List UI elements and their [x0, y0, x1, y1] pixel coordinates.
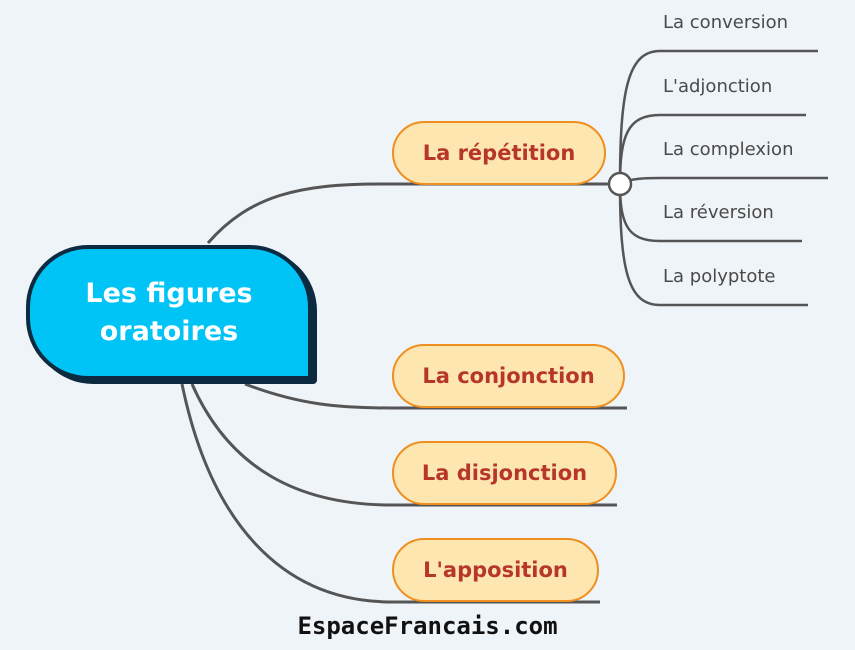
connector-conjonction: [244, 382, 627, 410]
branch-conjonction[interactable]: La conjonction: [392, 344, 625, 408]
leaf-adjonction[interactable]: L'adjonction: [663, 76, 773, 97]
leaf-reversion[interactable]: La réversion: [663, 202, 774, 223]
collapse-node-circle[interactable]: [607, 171, 633, 197]
central-topic-label: Les figures oratoires: [85, 277, 253, 347]
connector-conversion: [618, 49, 818, 185]
connector-complexion: [619, 176, 828, 186]
branch-disjonction[interactable]: La disjonction: [392, 441, 617, 505]
connector-polyptote: [618, 183, 808, 307]
site-watermark: EspaceFrancais.com: [297, 612, 558, 640]
leaf-conversion[interactable]: La conversion: [663, 12, 789, 33]
connector-apposition: [180, 383, 600, 604]
leaf-polyptote[interactable]: La polyptote: [663, 266, 776, 287]
leaf-complexion[interactable]: La complexion: [663, 139, 794, 160]
connector-repetition: [206, 182, 620, 244]
connector-adjonction: [618, 113, 806, 185]
branch-apposition[interactable]: L'apposition: [392, 538, 599, 602]
central-topic[interactable]: Les figures oratoires: [26, 245, 312, 380]
branch-repetition[interactable]: La répétition: [392, 121, 606, 185]
connector-disjonction: [190, 383, 617, 507]
